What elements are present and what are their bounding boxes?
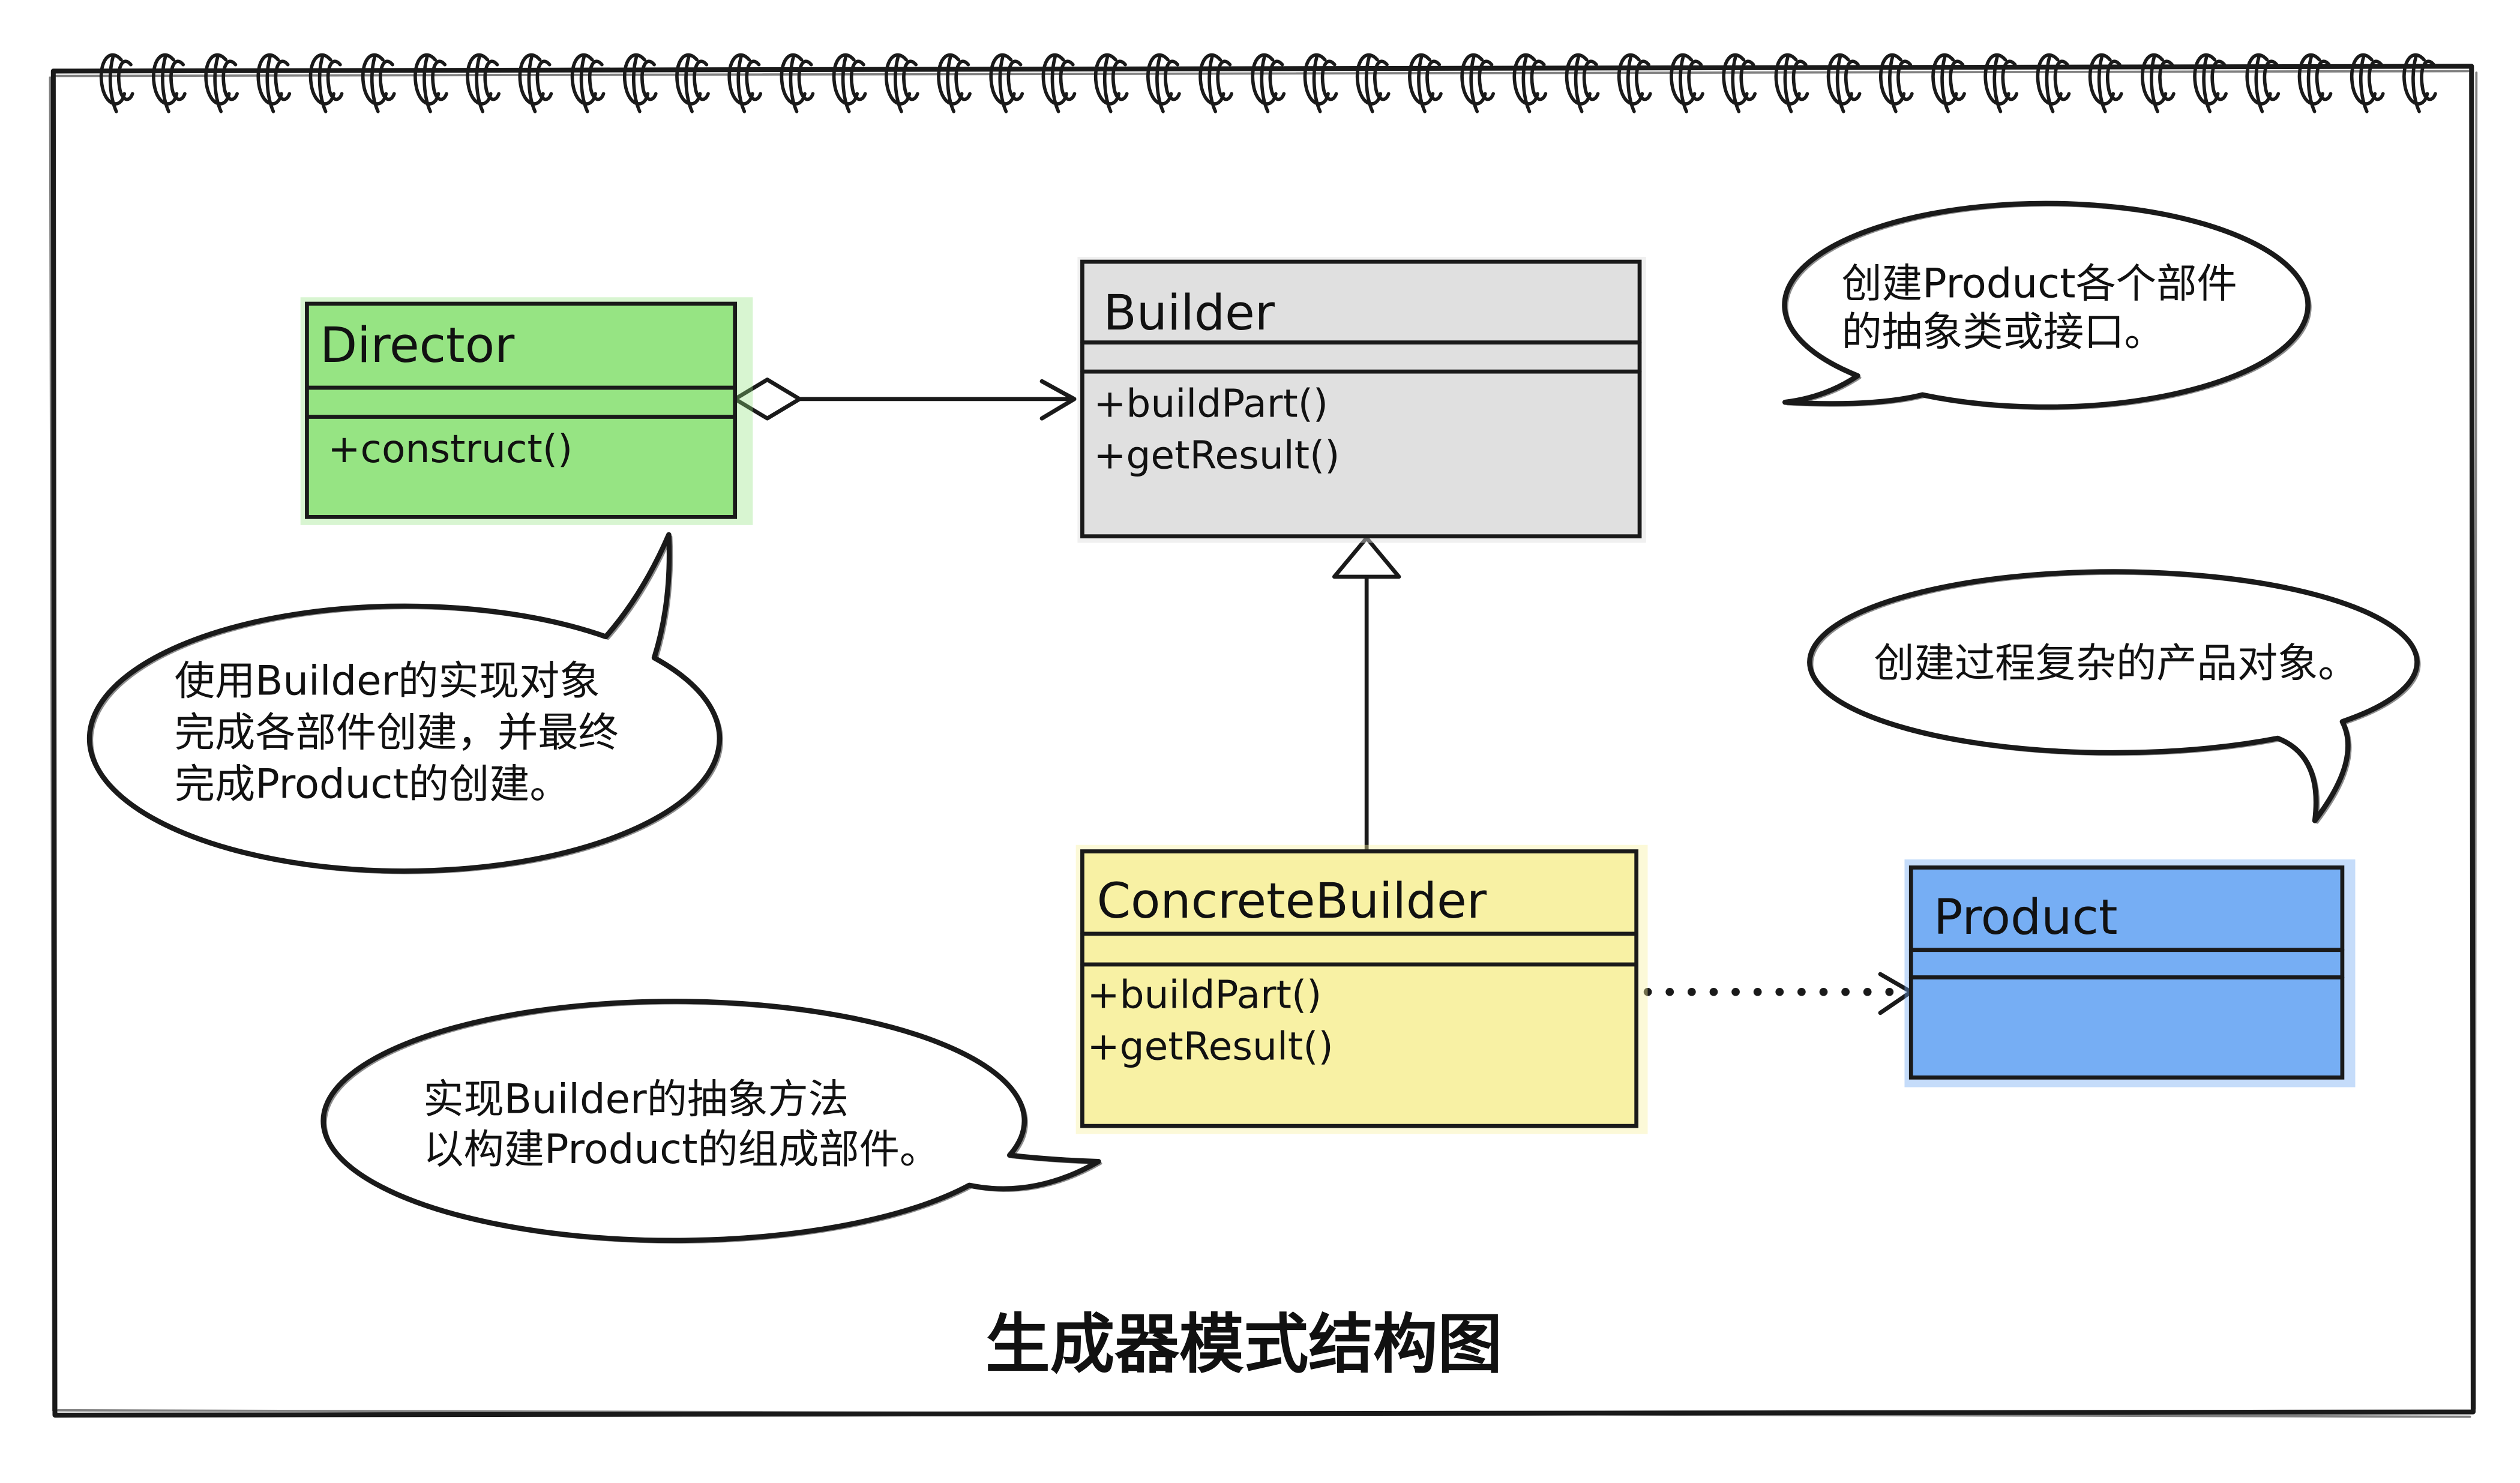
concrete-builder-class-name: ConcreteBuilder [1097, 873, 1487, 930]
spiral-ring-icon [99, 53, 134, 113]
spiral-binding [99, 53, 2437, 113]
builder-class-name: Builder [1103, 285, 1275, 341]
spiral-ring-icon [1878, 53, 1914, 113]
hollow-triangle-icon [1332, 535, 1401, 579]
builder-note-line-1: 创建Product各个部件 [1842, 260, 2237, 307]
spiral-ring-icon [1774, 53, 1809, 113]
spiral-ring-icon [1460, 53, 1496, 113]
spiral-ring-icon [1303, 53, 1338, 113]
director-method-construct: +construct() [328, 427, 573, 472]
builder-class: Builder +buildPart() +getResult() [1077, 257, 1646, 543]
spiral-ring-icon [1093, 53, 1129, 113]
spiral-ring-icon [1931, 53, 1966, 113]
spiral-ring-icon [622, 53, 658, 113]
builder-note-bubble: 创建Product各个部件 的抽象类或接口。 [1782, 200, 2312, 411]
aggregation-diamond-icon [733, 378, 802, 421]
spiral-ring-icon [518, 53, 553, 113]
spiral-ring-icon [570, 53, 606, 113]
spiral-ring-icon [1617, 53, 1652, 113]
product-class-name: Product [1934, 889, 2118, 946]
notebook-border [50, 64, 2476, 1418]
product-class-box [1908, 865, 2345, 1080]
spiral-ring-icon [413, 53, 448, 113]
spiral-ring-icon [1722, 53, 1757, 113]
product-class: Product [1904, 859, 2356, 1087]
speech-bubble-sketch [324, 1002, 1102, 1244]
spiral-ring-icon [2245, 53, 2281, 113]
speech-bubble-sketch [91, 535, 723, 874]
director-note-line-1: 使用Builder的实现对象 [175, 657, 600, 704]
director-class-box [305, 301, 738, 519]
spiral-ring-icon [2036, 53, 2071, 113]
spiral-ring-icon [1041, 53, 1077, 113]
spiral-ring-icon [1512, 53, 1548, 113]
spiral-ring-icon [2297, 53, 2333, 113]
spiral-ring-icon [884, 53, 919, 113]
spiral-ring-icon [675, 53, 710, 113]
generalization-concretebuilder-builder [1332, 535, 1401, 853]
spiral-ring-icon [1670, 53, 1704, 113]
spiral-ring-icon [2193, 53, 2228, 113]
spiral-ring-icon [2402, 53, 2437, 113]
builder-method-getresult: +getResult() [1093, 433, 1340, 478]
spiral-ring-icon [1565, 53, 1600, 113]
spiral-ring-icon [1408, 53, 1443, 113]
director-class: Director +construct() [300, 297, 753, 525]
concrete-builder-class: ConcreteBuilder +buildPart() +getResult(… [1075, 844, 1648, 1134]
spiral-ring-icon [2350, 53, 2385, 113]
spiral-ring-icon [1146, 53, 1181, 113]
spiral-ring-icon [832, 53, 867, 113]
spiral-ring-icon [780, 53, 815, 113]
spiral-ring-icon [1355, 53, 1391, 113]
product-note-line-1: 创建过程复杂的产品对象。 [1874, 640, 2358, 687]
concrete-builder-class-box [1080, 849, 1639, 1128]
spiral-ring-icon [727, 53, 763, 113]
director-note-bubble: 使用Builder的实现对象 完成各部件创建，并最终 完成Product的创建。 [86, 532, 723, 874]
director-note-line-2: 完成各部件创建，并最终 [175, 709, 619, 756]
builder-method-buildpart: +buildPart() [1093, 381, 1328, 426]
spiral-ring-icon [1826, 53, 1862, 113]
builder-class-box [1080, 259, 1642, 539]
spiral-ring-icon [1198, 53, 1233, 113]
director-class-name: Director [320, 317, 515, 374]
spiral-ring-icon [308, 53, 344, 113]
spiral-ring-icon [204, 53, 239, 113]
concrete-builder-note-line-2: 以构建Product的组成部件。 [423, 1126, 940, 1173]
spiral-ring-icon [466, 53, 501, 113]
spiral-ring-icon [2141, 53, 2176, 113]
spiral-ring-icon [256, 53, 292, 113]
aggregation-director-builder [733, 378, 1077, 421]
speech-bubble-sketch [1785, 204, 2312, 411]
director-note-line-3: 完成Product的创建。 [175, 761, 570, 808]
spiral-ring-icon [937, 53, 972, 113]
concrete-builder-note-bubble: 实现Builder的抽象方法 以构建Product的组成部件。 [320, 999, 1102, 1244]
spiral-ring-icon [989, 53, 1024, 113]
speech-bubble-sketch [1811, 572, 2421, 824]
open-arrowhead-icon [1039, 379, 1077, 421]
spiral-ring-icon [1983, 53, 2019, 113]
spiral-ring-icon [1251, 53, 1286, 113]
product-note-bubble: 创建过程复杂的产品对象。 [1807, 569, 2421, 824]
spiral-ring-icon [361, 53, 396, 113]
spiral-ring-icon [152, 53, 187, 113]
spiral-ring-icon [2088, 53, 2123, 113]
builder-note-line-2: 的抽象类或接口。 [1842, 308, 2165, 355]
concrete-builder-method-getresult: +getResult() [1087, 1024, 1333, 1069]
diagram-title: 生成器模式结构图 [985, 1307, 1502, 1382]
concrete-builder-note-line-1: 实现Builder的抽象方法 [423, 1076, 849, 1123]
concrete-builder-method-buildpart: +buildPart() [1087, 973, 1322, 1018]
